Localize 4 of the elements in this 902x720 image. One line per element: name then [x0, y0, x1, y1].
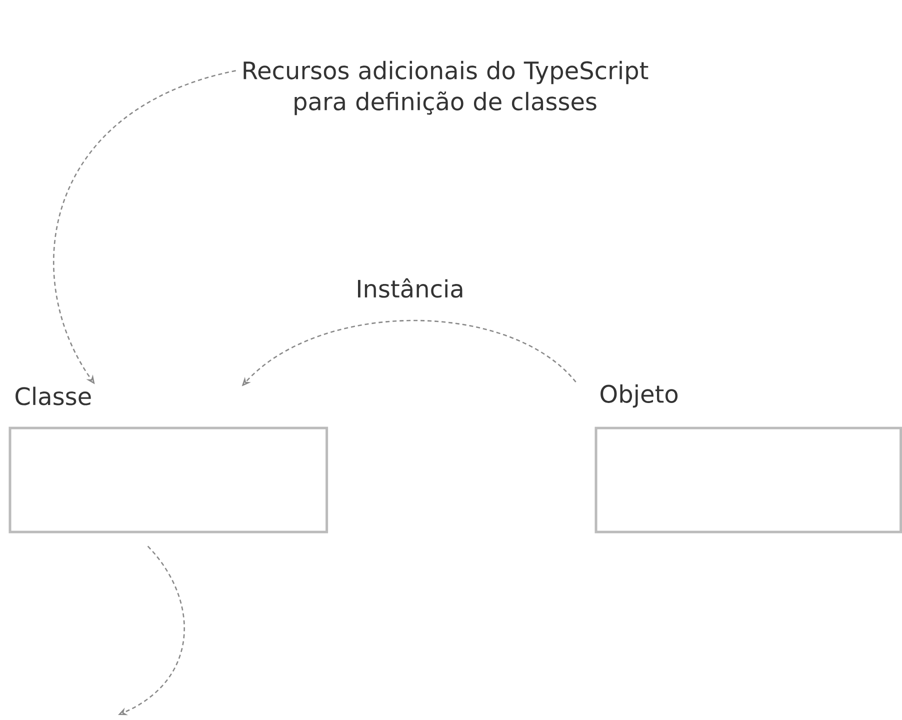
edge-label: Instância [358, 278, 462, 298]
box-heading: Objeto [600, 384, 678, 408]
text-label: Recursos adicionais do TypeScript para definição de classes [244, 60, 648, 116]
box-heading: Classe [16, 386, 91, 406]
